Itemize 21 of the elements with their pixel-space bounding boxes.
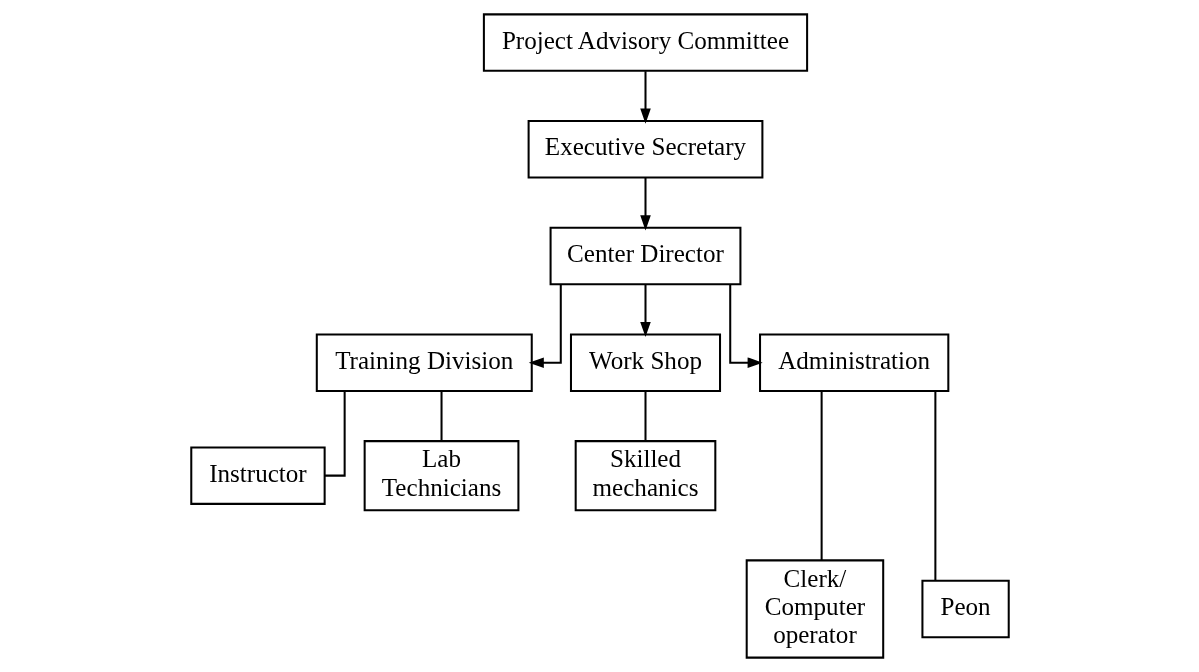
- connector: [324, 391, 346, 477]
- node-box: Skilled mechanics: [574, 440, 716, 512]
- node-box: Training Division: [315, 333, 533, 392]
- connector: [820, 390, 823, 561]
- node-box: Project Advisory Committee: [482, 13, 808, 72]
- node-box: Administration: [758, 333, 949, 392]
- node-box: Executive Secretary: [527, 120, 763, 179]
- node-box: Lab Technicians: [363, 440, 519, 512]
- node-box: Clerk/ Computer operator: [745, 559, 884, 659]
- arrow: [639, 177, 651, 231]
- connector: [440, 391, 443, 442]
- node-box: Center Director: [549, 226, 741, 286]
- node-box: Peon: [920, 579, 1010, 639]
- arrow: [639, 284, 651, 338]
- arrow: [528, 284, 562, 368]
- node-box: Instructor: [189, 446, 326, 505]
- connector: [933, 390, 936, 581]
- arrow: [639, 71, 651, 124]
- connector: [644, 391, 646, 442]
- node-box: Work Shop: [569, 333, 721, 392]
- arrow: [728, 284, 763, 368]
